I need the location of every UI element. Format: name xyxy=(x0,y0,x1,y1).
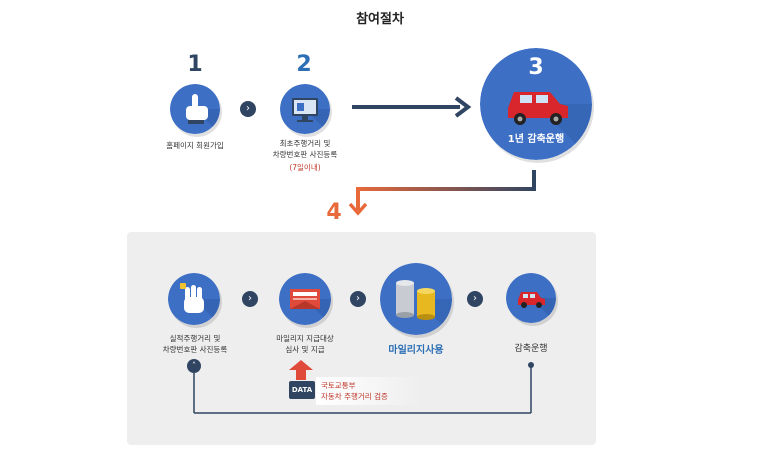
coins-icon xyxy=(380,263,452,335)
step-1-number: 1 xyxy=(187,52,203,77)
pointer-hand-icon xyxy=(170,84,220,134)
step-3-number: 3 xyxy=(528,55,544,80)
up-arrow-icon: ˄ xyxy=(187,359,201,373)
page-title: 참여절차 xyxy=(356,12,404,27)
return-connector xyxy=(348,170,536,216)
panel-item-4-circle xyxy=(506,273,556,323)
step-1-circle xyxy=(170,84,220,134)
panel-item-3-circle xyxy=(380,263,452,335)
panel-item-1-line1: 실적주행거리 및 xyxy=(169,334,221,343)
panel-item-1-line2: 차량번호판 사진등록 xyxy=(162,345,228,354)
envelope-icon xyxy=(279,273,331,325)
step-2-circle xyxy=(280,84,330,134)
next-arrow-icon: › xyxy=(467,291,483,307)
process-panel xyxy=(127,232,596,445)
monitor-icon xyxy=(280,84,330,134)
step-2-label-line2: 차량번호판 사진등록 xyxy=(272,150,338,159)
step-2-label-line1: 최초주행거리 및 xyxy=(279,139,331,148)
panel-item-2-circle xyxy=(279,273,331,325)
big-right-arrow xyxy=(352,96,472,118)
red-up-arrow-icon xyxy=(289,360,313,380)
panel-item-4-label: 감축운행 xyxy=(514,344,548,354)
feedback-loop-line xyxy=(193,362,534,414)
next-arrow-icon: › xyxy=(242,291,258,307)
step-1-label: 홈페이지 회원가입 xyxy=(166,141,224,150)
step-3-label: 1년 감축운행 xyxy=(507,134,565,145)
next-arrow-icon: › xyxy=(240,101,256,117)
car-small-icon xyxy=(506,273,556,323)
step-2-number: 2 xyxy=(296,52,312,77)
panel-item-2-line2: 심사 및 지급 xyxy=(285,345,325,354)
verify-note-bg xyxy=(316,377,424,405)
verify-line-1: 국토교통부 xyxy=(321,381,356,390)
verify-line-2: 자동차 주행거리 검증 xyxy=(321,392,388,401)
panel-item-1-circle xyxy=(168,273,220,325)
panel-item-3-label: 마일리지사용 xyxy=(388,345,444,356)
data-badge: DATA xyxy=(289,381,315,399)
step-4-number: 4 xyxy=(326,200,342,225)
panel-item-2-line1: 마일리지 지급대상 xyxy=(276,334,334,343)
next-arrow-icon: › xyxy=(350,291,366,307)
raised-hand-icon xyxy=(168,273,220,325)
step-2-note: (7일이내) xyxy=(289,163,321,172)
